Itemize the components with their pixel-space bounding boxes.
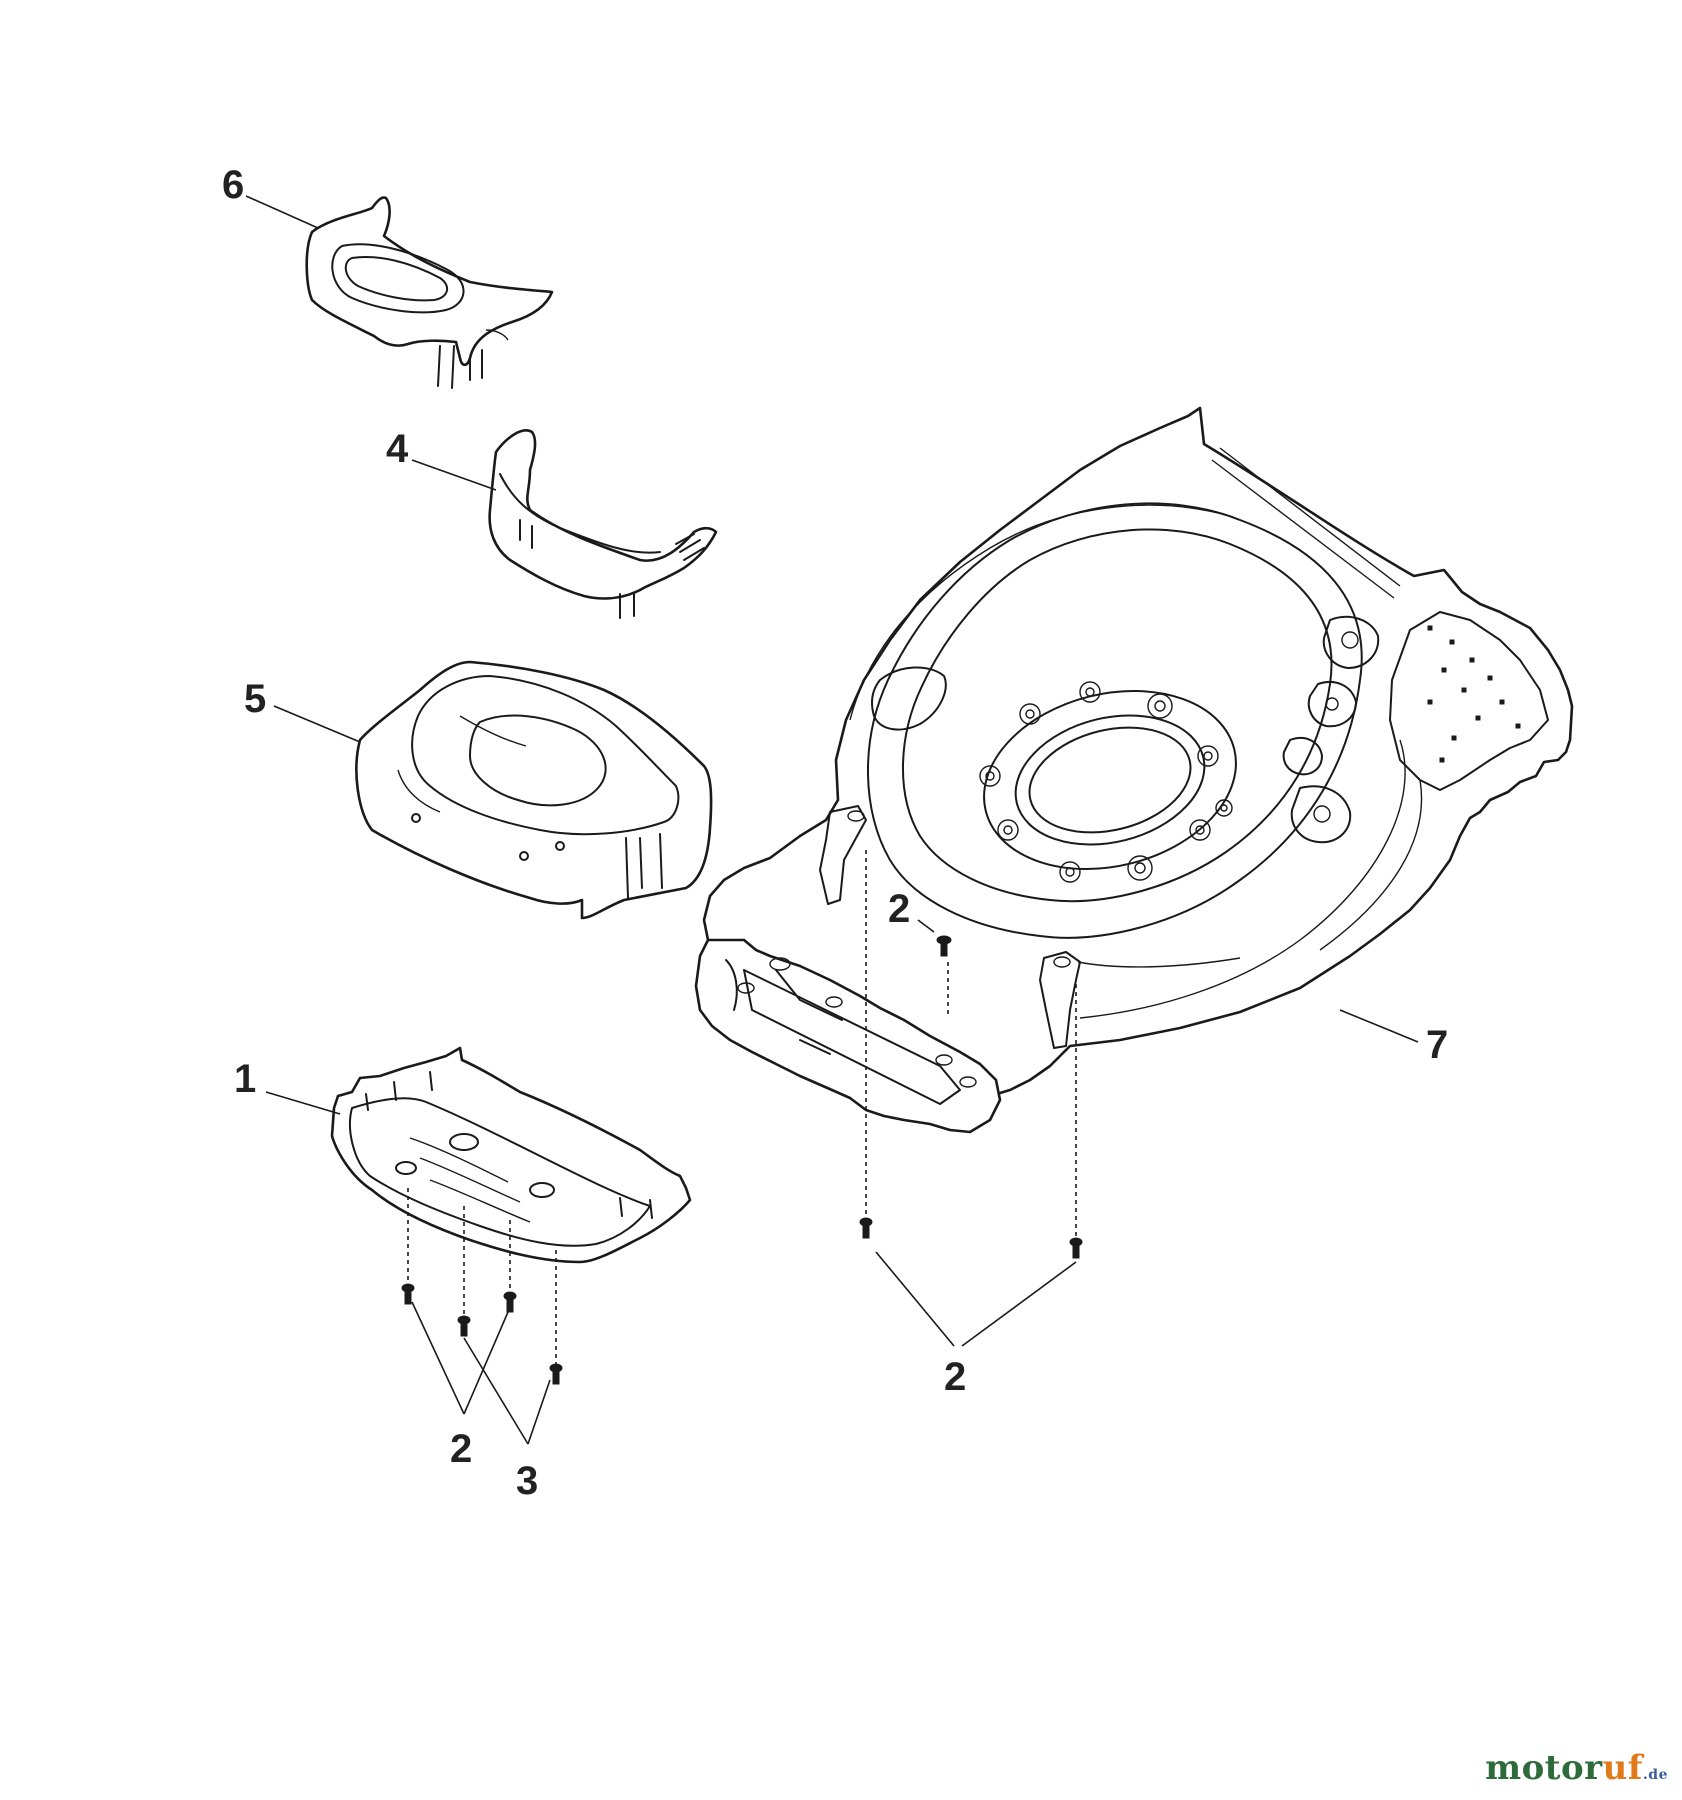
part-4-handle-bar bbox=[488, 429, 718, 619]
callout-1: 1 bbox=[234, 1057, 256, 1101]
alignment-lines bbox=[407, 850, 1077, 1366]
callout-3: 3 bbox=[516, 1459, 538, 1503]
part-6-handle-grip bbox=[305, 196, 554, 389]
leader-3-a bbox=[463, 1337, 529, 1445]
callout-4: 4 bbox=[386, 427, 409, 471]
callout-2-small: 2 bbox=[888, 887, 910, 931]
leader-5 bbox=[273, 705, 361, 743]
leader-1 bbox=[265, 1091, 341, 1115]
screw-left-2 bbox=[457, 1315, 471, 1337]
screw-small bbox=[936, 935, 952, 957]
callout-2-left: 2 bbox=[450, 1427, 472, 1471]
callout-labels: 6 4 5 1 2 7 2 2 3 bbox=[222, 163, 1448, 1503]
logo-suffix-text: .de bbox=[1642, 1767, 1668, 1783]
leader-7 bbox=[1339, 1009, 1419, 1043]
callout-2-right: 2 bbox=[944, 1355, 966, 1399]
screw-right-1 bbox=[859, 1217, 873, 1239]
screws bbox=[401, 935, 1083, 1385]
leader-6 bbox=[245, 195, 319, 229]
motoruf-logo: motoruf.de bbox=[1485, 1748, 1668, 1788]
screw-left-4 bbox=[549, 1363, 563, 1385]
logo-main-text: motor bbox=[1485, 1748, 1603, 1788]
screw-left-1 bbox=[401, 1283, 415, 1305]
leader-lines bbox=[245, 195, 1419, 1445]
part-1-front-guard bbox=[330, 1046, 692, 1264]
logo-accent-text: uf bbox=[1602, 1748, 1643, 1788]
part-5-catcher-cover bbox=[355, 660, 713, 920]
screw-left-3 bbox=[503, 1291, 517, 1313]
callout-6: 6 bbox=[222, 163, 244, 207]
leader-2-left-a bbox=[411, 1301, 465, 1415]
leader-4 bbox=[411, 459, 497, 491]
leader-2-left-b bbox=[463, 1311, 509, 1415]
leader-2-small bbox=[917, 919, 935, 933]
callout-5: 5 bbox=[244, 677, 266, 721]
part-7-mower-deck bbox=[694, 406, 1574, 1134]
callout-7: 7 bbox=[1426, 1023, 1448, 1067]
leader-2-right-a bbox=[875, 1251, 955, 1347]
leader-3-b bbox=[527, 1379, 551, 1445]
screw-right-2 bbox=[1069, 1237, 1083, 1259]
leader-2-right-b bbox=[961, 1261, 1077, 1347]
